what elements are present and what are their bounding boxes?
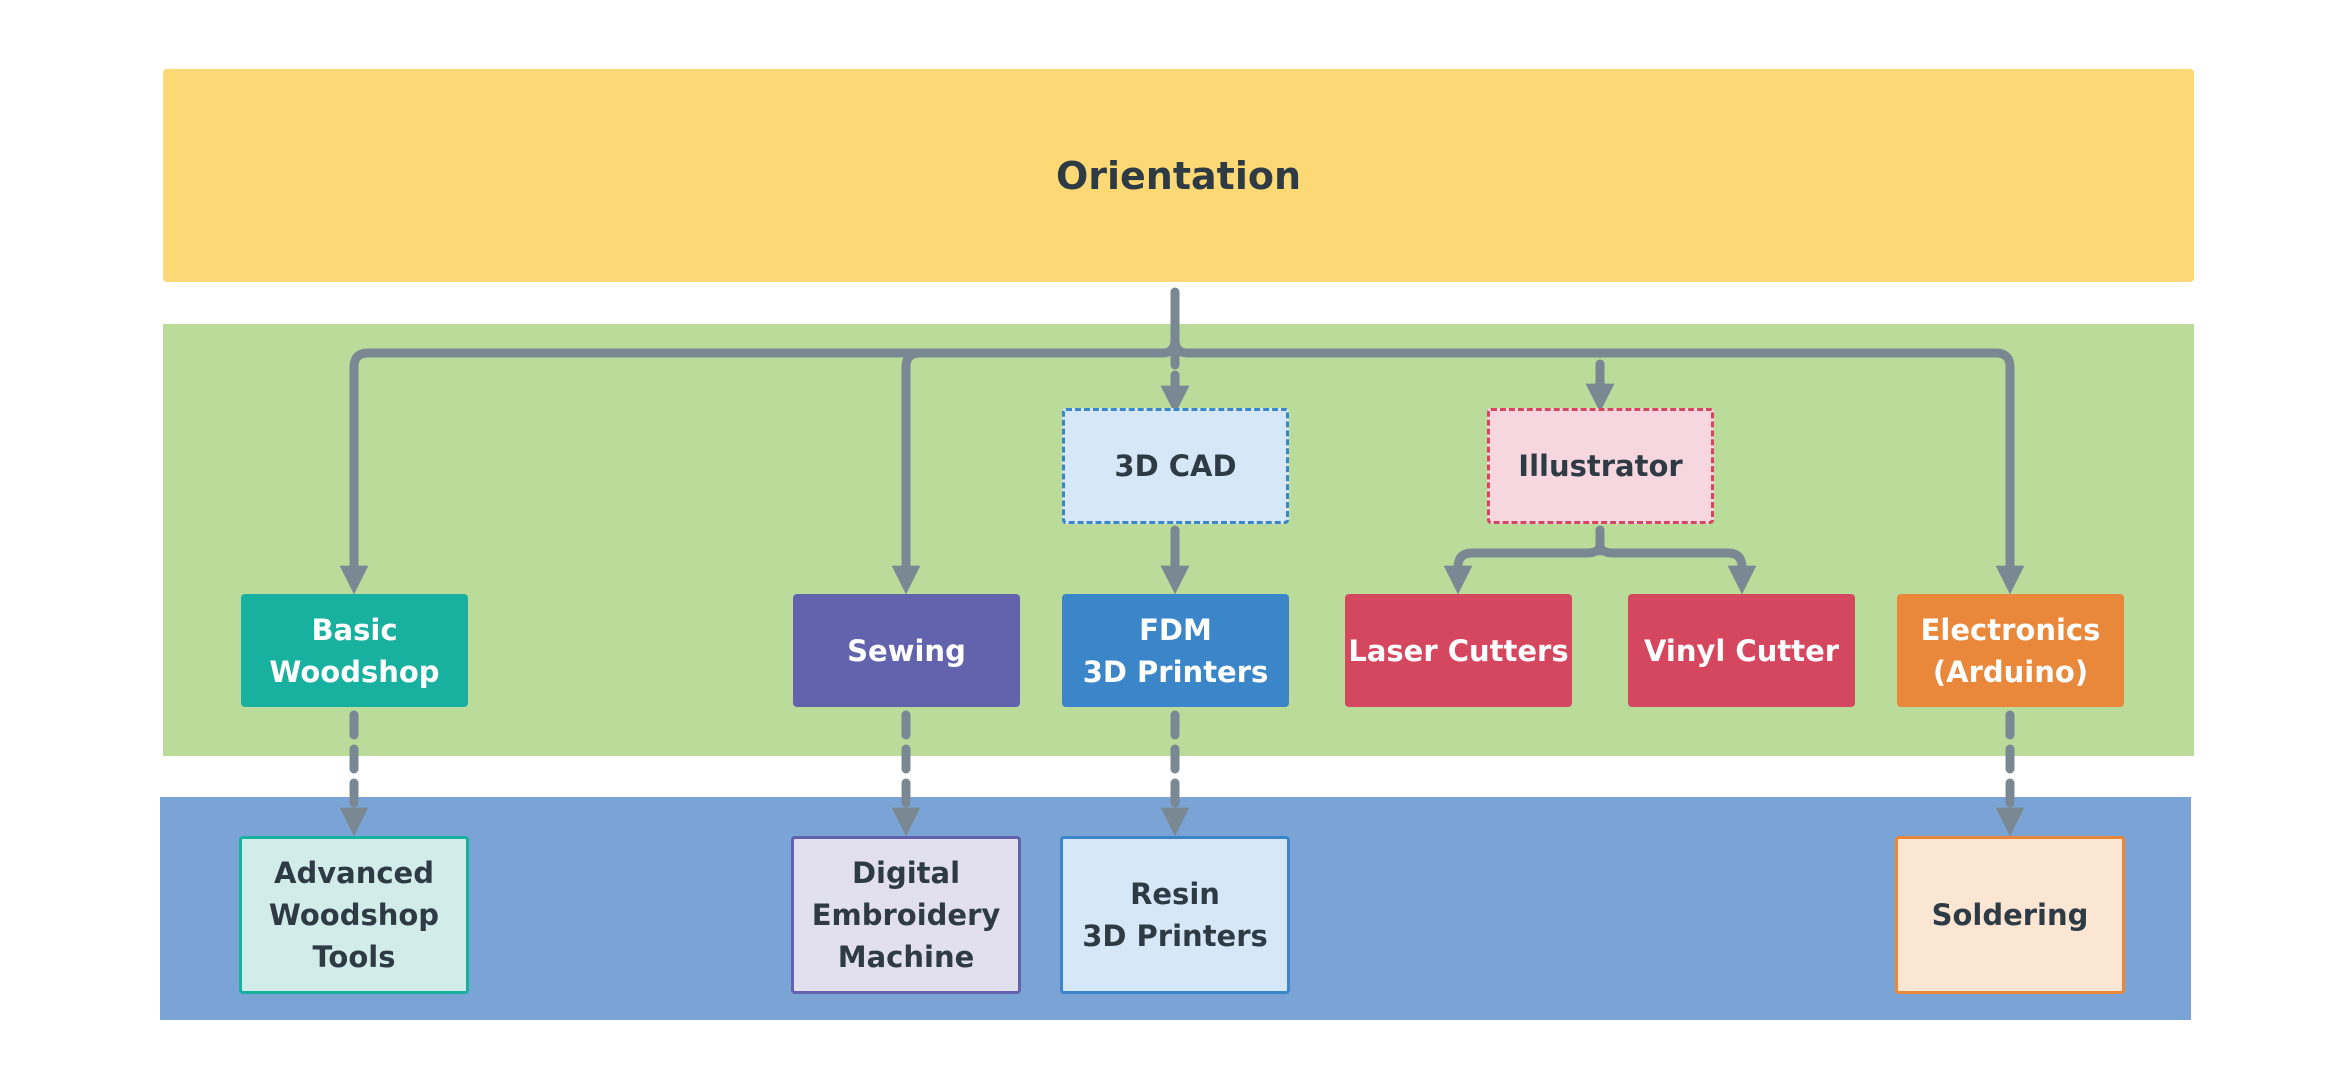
node-illustrator: Illustrator	[1487, 408, 1714, 524]
node-soldering: Soldering	[1895, 836, 2125, 994]
node-digital-embroidery-machine: Digital Embroidery Machine	[791, 836, 1021, 994]
node-resin-3d-printers: Resin 3D Printers	[1060, 836, 1290, 994]
node-vinyl-cutter: Vinyl Cutter	[1628, 594, 1855, 707]
node-sewing: Sewing	[793, 594, 1020, 707]
node-electronics-arduino: Electronics (Arduino)	[1897, 594, 2124, 707]
connector-to-laser	[1443, 540, 1605, 595]
node-3d-cad: 3D CAD	[1062, 408, 1289, 524]
node-laser-cutters: Laser Cutters	[1345, 594, 1572, 707]
orientation-band	[163, 69, 2194, 282]
connector-to-woodshop	[339, 335, 1180, 595]
node-fdm-3d-printers: FDM 3D Printers	[1062, 594, 1289, 707]
node-advanced-woodshop-tools: Advanced Woodshop Tools	[239, 836, 469, 994]
node-basic-woodshop: Basic Woodshop	[241, 594, 468, 707]
orientation-title: Orientation	[1055, 153, 1302, 198]
connector-to-vinyl	[1595, 540, 1757, 595]
connector-to-electronics	[1170, 335, 2025, 595]
